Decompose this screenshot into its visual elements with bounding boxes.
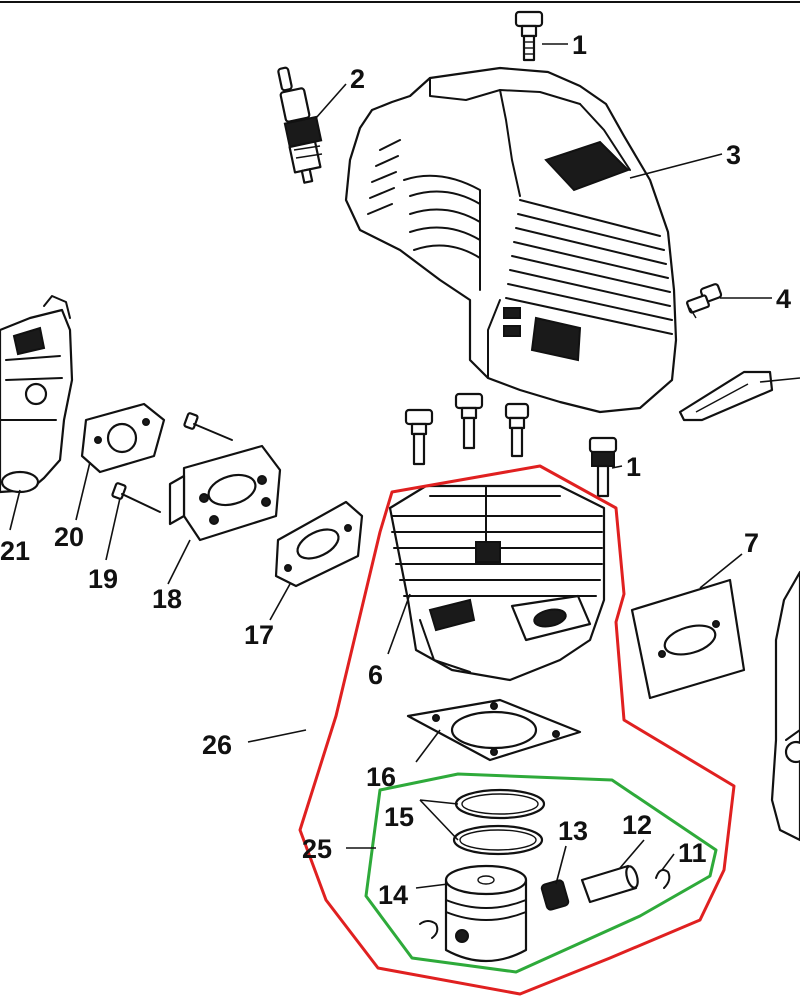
label-12: 12 xyxy=(622,810,652,840)
part-1-bolt-lower xyxy=(588,436,618,498)
part-20-gasket xyxy=(80,402,166,474)
label-7: 7 xyxy=(744,528,759,558)
part-21-carburetor xyxy=(0,295,74,494)
label-4: 4 xyxy=(776,284,791,314)
label-17: 17 xyxy=(244,620,274,650)
part-2-spark-plug xyxy=(277,66,323,184)
part-11-clip xyxy=(655,869,671,889)
label-16: 16 xyxy=(366,762,396,792)
label-11: 11 xyxy=(678,838,707,868)
label-20: 20 xyxy=(54,522,84,552)
part-4-screw xyxy=(686,283,723,319)
label-13: 13 xyxy=(558,816,588,846)
label-1-lower: 1 xyxy=(626,452,641,482)
label-6: 6 xyxy=(368,660,383,690)
part-15-piston-rings xyxy=(452,788,546,856)
cylinder-bolts xyxy=(404,392,530,466)
part-7-gasket xyxy=(630,578,746,700)
label-18: 18 xyxy=(152,584,182,614)
part-3-cylinder-cover xyxy=(344,66,678,414)
label-19: 19 xyxy=(88,564,118,594)
part-18-insulator xyxy=(168,444,282,542)
part-16-base-gasket xyxy=(406,698,582,762)
label-15: 15 xyxy=(384,802,414,832)
part-14-piston xyxy=(419,864,528,963)
leader-lines xyxy=(9,43,800,889)
part-1-bolt-top xyxy=(514,10,544,62)
assembly-26-outline xyxy=(298,464,736,996)
label-3: 3 xyxy=(726,140,741,170)
label-1-top: 1 xyxy=(572,30,587,60)
label-26: 26 xyxy=(202,730,232,760)
part-13-bearing xyxy=(540,879,570,911)
label-25: 25 xyxy=(302,834,332,864)
label-14: 14 xyxy=(378,880,408,910)
assembly-25-outline xyxy=(364,772,718,974)
part-8-muffler-partial xyxy=(770,570,800,842)
label-21: 21 xyxy=(0,536,30,566)
part-5-plate-partial xyxy=(678,370,774,422)
part-12-piston-pin xyxy=(580,864,639,904)
part-19-screws xyxy=(111,412,233,513)
part-17-gasket xyxy=(274,500,364,588)
label-2: 2 xyxy=(350,64,365,94)
part-6-cylinder xyxy=(388,484,606,682)
